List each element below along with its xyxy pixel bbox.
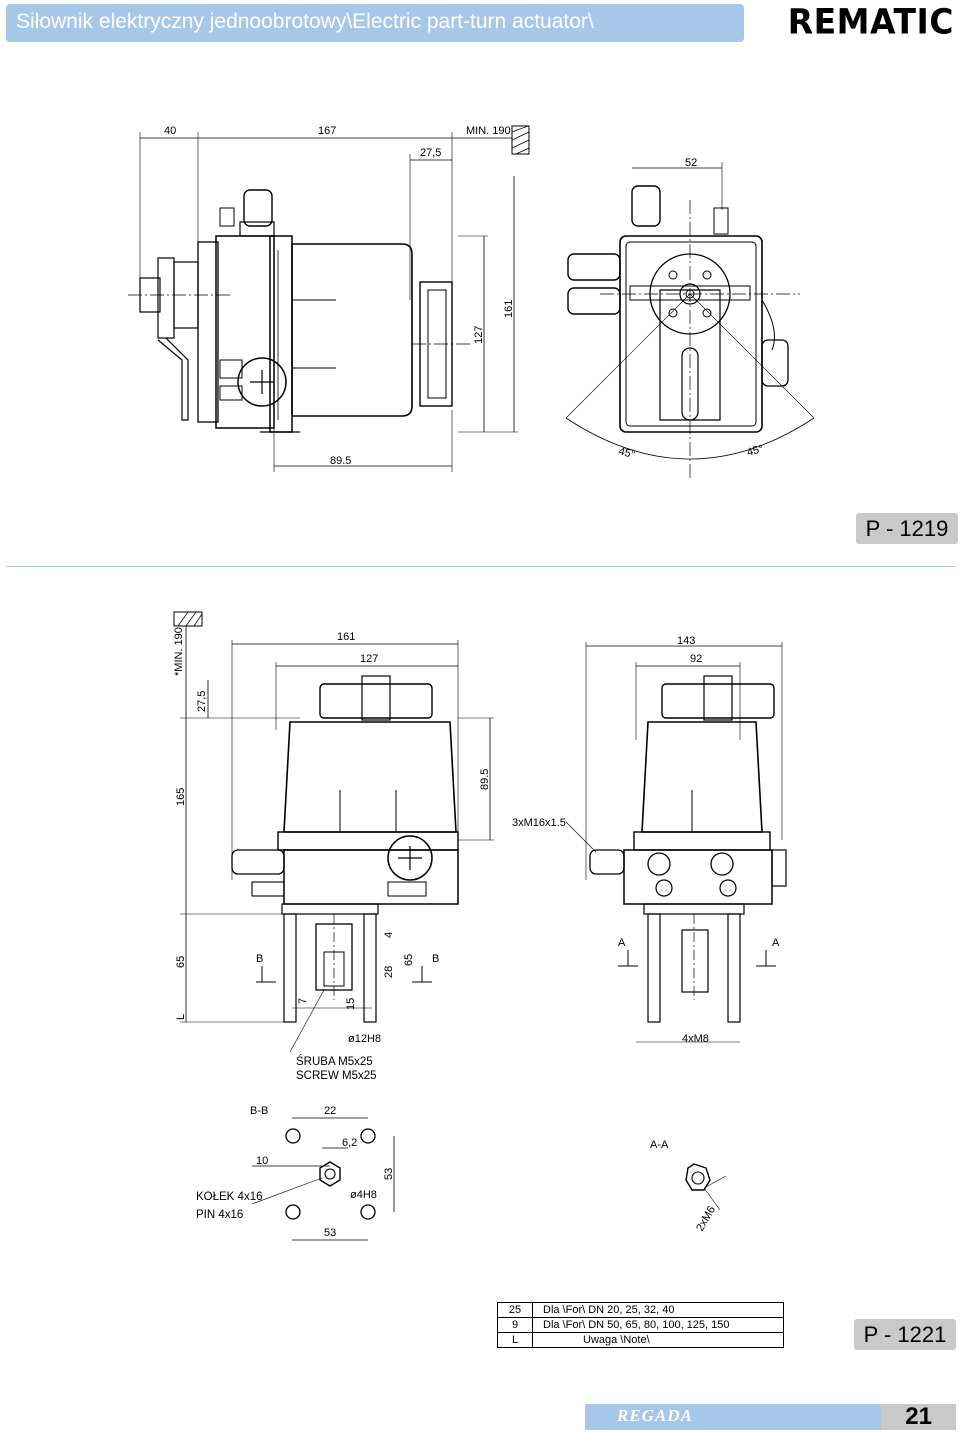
table-cell-value: Uwaga \Note\ bbox=[532, 1332, 784, 1348]
dim-92: 92 bbox=[690, 653, 702, 665]
dim-53-h: 53 bbox=[324, 1227, 336, 1239]
footer-brand-strip: REGADA bbox=[585, 1404, 881, 1430]
dim-165-v: 165 bbox=[175, 788, 187, 806]
dim-161: 161 bbox=[503, 300, 515, 318]
dim-4h8: ø4H8 bbox=[350, 1189, 377, 1201]
thread-label: 3xM16x1.5 bbox=[512, 817, 566, 829]
notes-table: 25 Dla \For\ DN 20, 25, 32, 40 9 Dla \Fo… bbox=[497, 1302, 784, 1348]
drawing-code-p1221: P - 1221 bbox=[854, 1319, 956, 1350]
section-mark-a-left: A bbox=[618, 937, 626, 949]
table-row: 9 Dla \For\ DN 50, 65, 80, 100, 125, 150 bbox=[497, 1317, 784, 1333]
table-cell-key: 25 bbox=[497, 1302, 533, 1318]
section-bb-label: B-B bbox=[250, 1105, 268, 1117]
dim-52: 52 bbox=[685, 157, 697, 169]
page-number: 21 bbox=[905, 1403, 932, 1430]
dim-4xm8: 4xM8 bbox=[682, 1033, 709, 1045]
dim-15: 15 bbox=[345, 998, 357, 1010]
pin-note-en: PIN 4x16 bbox=[196, 1209, 244, 1221]
brand-logo: REMATIC bbox=[787, 1, 954, 42]
dim-min190: MIN. 190 bbox=[466, 125, 511, 137]
table-cell-value: Dla \For\ DN 20, 25, 32, 40 bbox=[532, 1302, 784, 1318]
dim-65-b: 65 bbox=[403, 954, 415, 966]
dim-27-5-v: 27,5 bbox=[196, 691, 208, 712]
drawing-top: 40 167 MIN. 190 27,5 127 161 89.5 52 bbox=[128, 125, 815, 480]
section-mark-b-right: B bbox=[432, 953, 439, 965]
dim-10: 10 bbox=[256, 1155, 268, 1167]
table-row: L Uwaga \Note\ bbox=[497, 1332, 784, 1348]
dim-143: 143 bbox=[677, 635, 695, 647]
footer-bar: REGADA 21 bbox=[585, 1403, 956, 1430]
dim-53-v: 53 bbox=[383, 1168, 395, 1180]
dim-127: 127 bbox=[473, 326, 485, 344]
screw-note-pl: ŚRUBA M5x25 bbox=[296, 1056, 373, 1068]
section-divider bbox=[6, 566, 956, 567]
screw-note: ŚRUBA M5x25 SCREW M5x25 bbox=[296, 1055, 377, 1083]
dim-6-2: 6,2 bbox=[342, 1137, 357, 1149]
dim-127-h: 127 bbox=[360, 653, 378, 665]
dim-89-5: 89.5 bbox=[330, 455, 351, 467]
table-cell-key: L bbox=[497, 1332, 533, 1348]
pin-note: KOŁEK 4x16 PIN 4x16 bbox=[196, 1188, 262, 1224]
page-title: Siłownik elektryczny jednoobrotowy\Elect… bbox=[16, 10, 594, 33]
section-mark-b-left: B bbox=[256, 953, 263, 965]
table-cell-value: Dla \For\ DN 50, 65, 80, 100, 125, 150 bbox=[532, 1317, 784, 1333]
dim-40: 40 bbox=[164, 125, 176, 137]
angle-left: 45° bbox=[617, 445, 636, 461]
drawing-bottom: *MIN. 190 27,5 165 65 L 161 127 89.5 B B… bbox=[173, 611, 787, 1241]
dim-22: 22 bbox=[324, 1105, 336, 1117]
screw-note-en: SCREW M5x25 bbox=[296, 1070, 377, 1082]
title-bar: Siłownik elektryczny jednoobrotowy\Elect… bbox=[6, 4, 744, 42]
dim-161-h: 161 bbox=[337, 631, 355, 643]
dim-min190-v: *MIN. 190 bbox=[173, 627, 185, 676]
dim-L-v: L bbox=[175, 1014, 187, 1020]
dim-4: 4 bbox=[383, 932, 395, 938]
dim-65-v: 65 bbox=[175, 956, 187, 968]
table-row: 25 Dla \For\ DN 20, 25, 32, 40 bbox=[497, 1302, 784, 1318]
table-cell-key: 9 bbox=[497, 1317, 533, 1333]
pin-note-pl: KOŁEK 4x16 bbox=[196, 1191, 263, 1203]
section-mark-a-right: A bbox=[772, 937, 780, 949]
drawing-code-p1219: P - 1219 bbox=[856, 513, 958, 544]
dim-12h8: ø12H8 bbox=[348, 1033, 381, 1045]
dim-2xm6: 2xM6 bbox=[694, 1204, 718, 1233]
dim-167: 167 bbox=[318, 125, 336, 137]
dim-27-5: 27,5 bbox=[420, 147, 441, 159]
dim-89-5-v: 89.5 bbox=[479, 769, 491, 790]
angle-right: 45° bbox=[746, 443, 765, 459]
dim-7: 7 bbox=[297, 998, 309, 1004]
footer-logo: REGADA bbox=[617, 1406, 693, 1425]
section-aa-label: A-A bbox=[650, 1139, 669, 1151]
dim-28: 28 bbox=[383, 966, 395, 978]
